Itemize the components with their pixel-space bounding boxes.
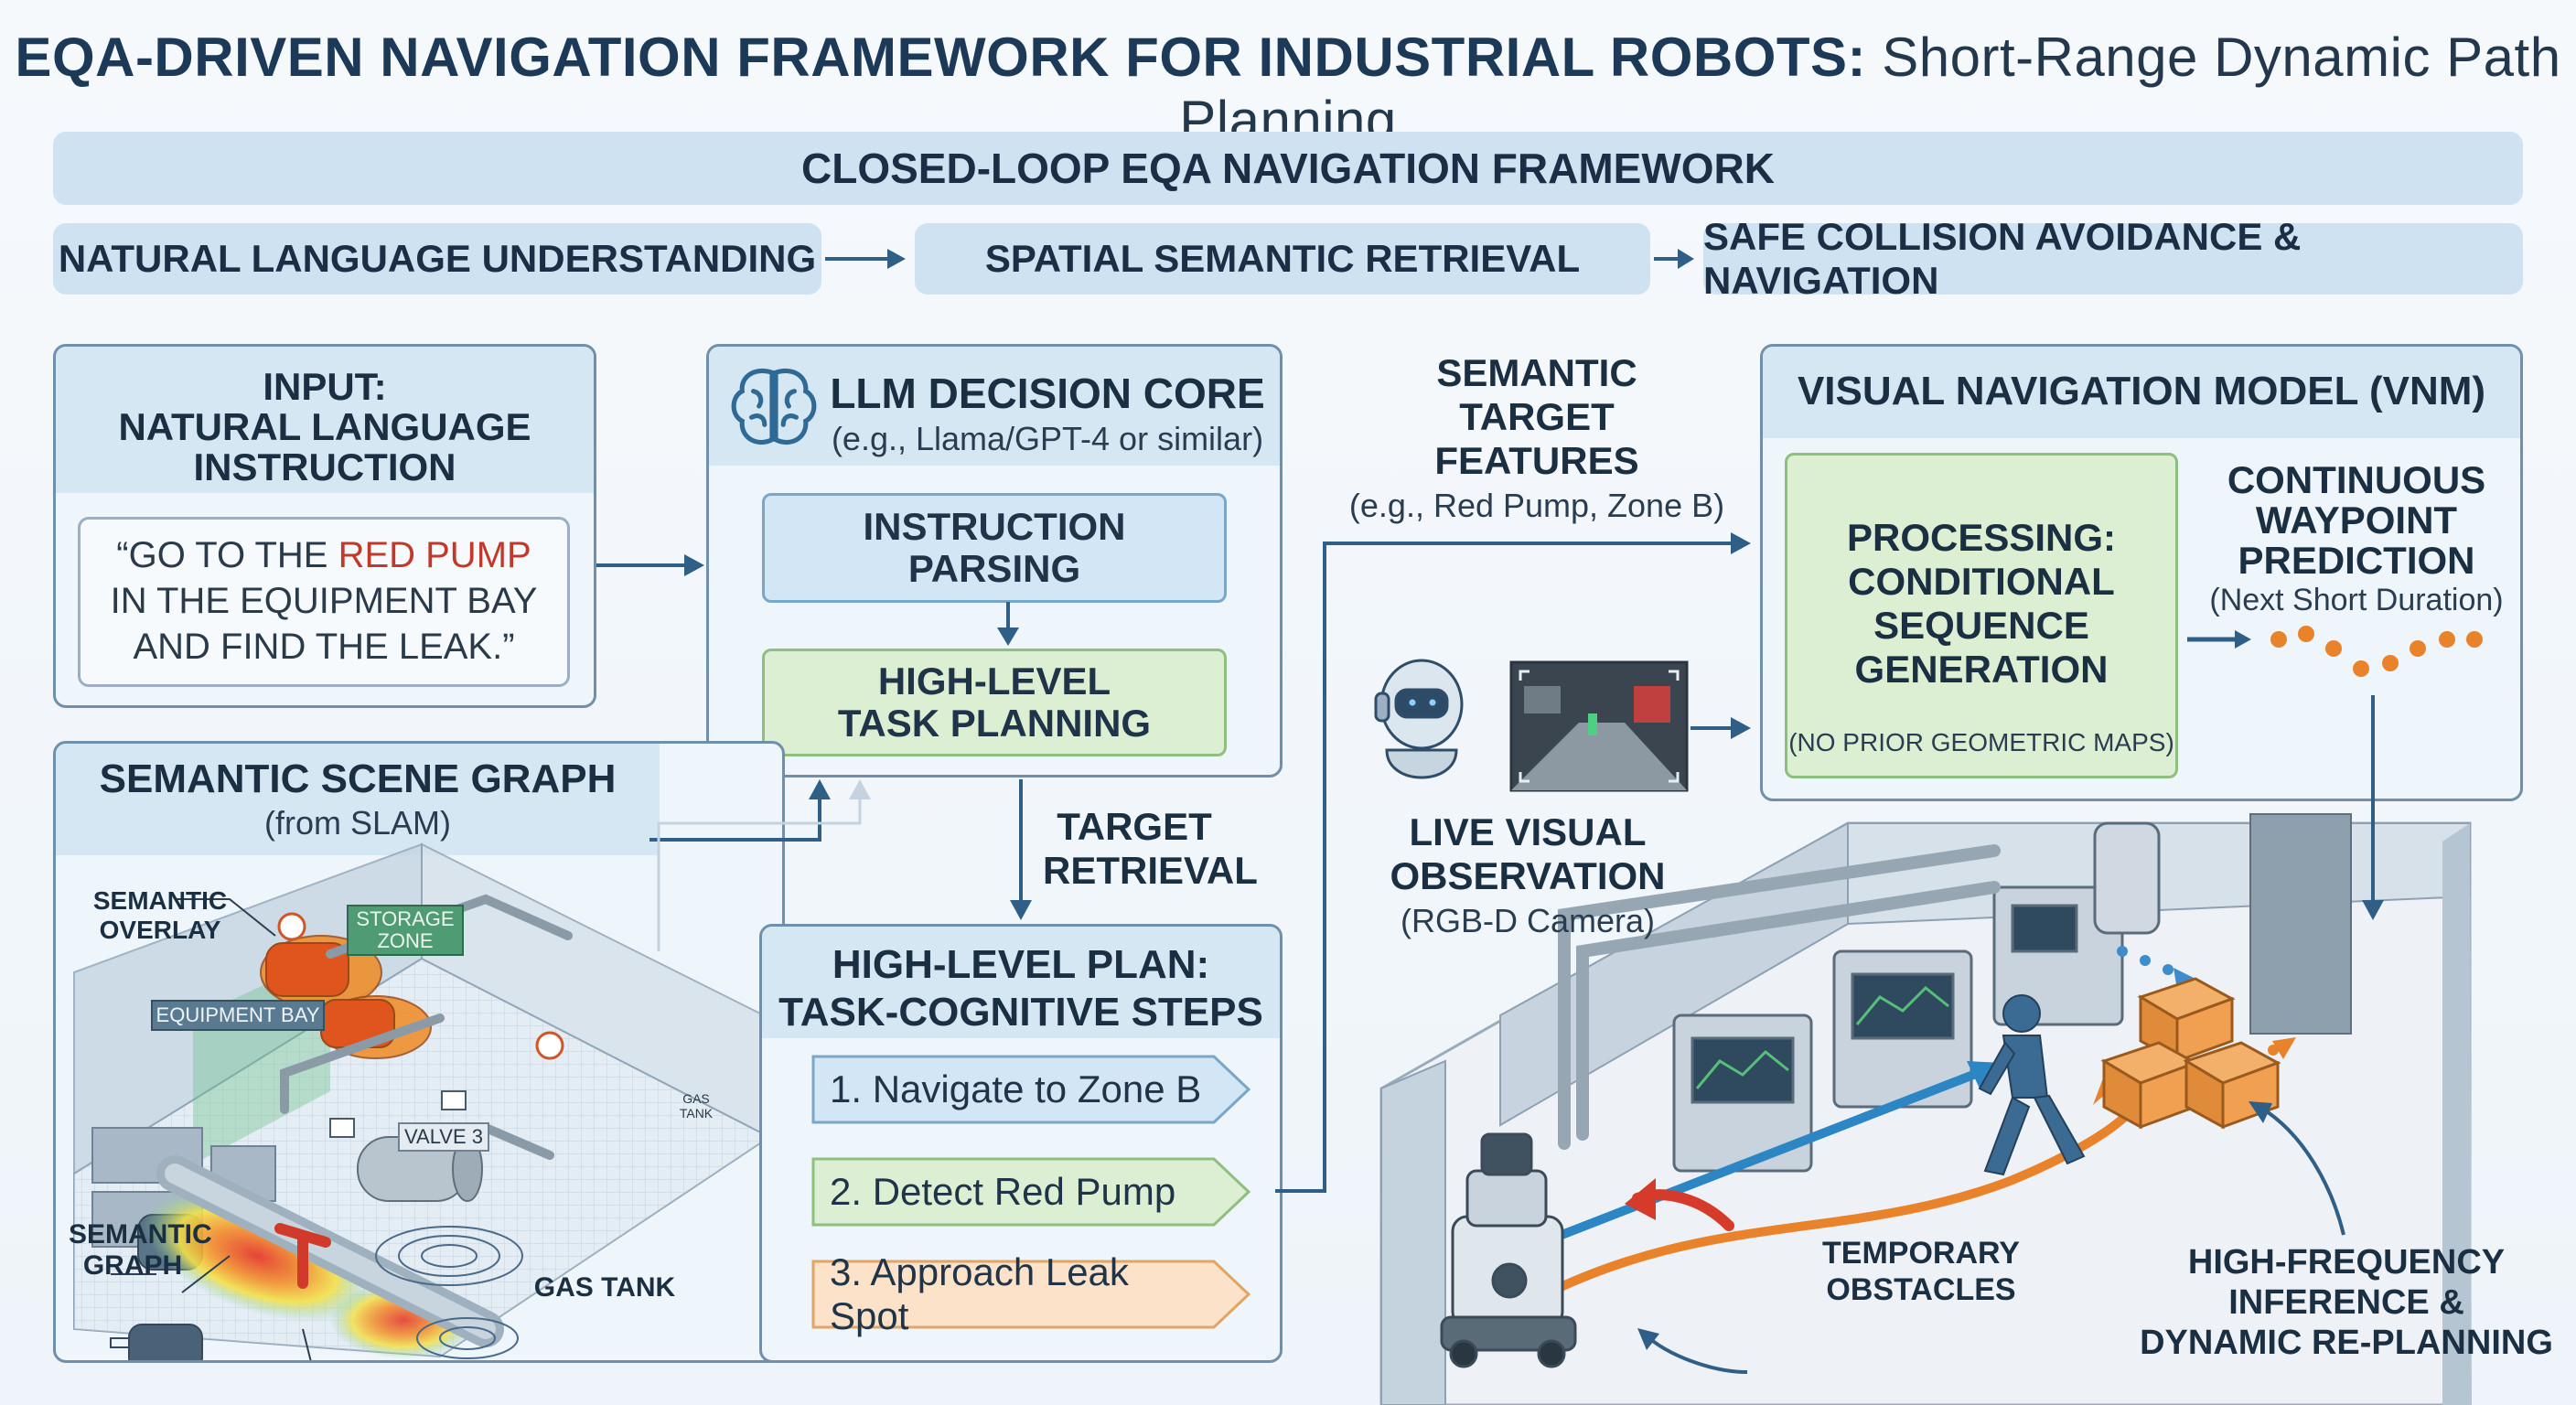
llm-panel-header <box>709 347 1280 466</box>
waypoint-dots <box>2187 626 2483 677</box>
vnm-panel-header <box>1763 347 2520 438</box>
instruction-highlight: RED PUMP <box>338 535 531 575</box>
page-title: EQA-DRIVEN NAVIGATION FRAMEWORK FOR INDU… <box>0 26 2576 152</box>
waypoint-note: (Next Short Duration) <box>2209 583 2504 617</box>
factory-scene-illustration <box>1379 813 2472 1405</box>
title-sub: Short-Range Dynamic Path Planning <box>1179 27 2561 151</box>
stage-retrieval: SPATIAL SEMANTIC RETRIEVAL <box>915 223 1650 295</box>
robot-camera-icon <box>1374 659 1689 792</box>
plan-panel-header <box>762 927 1280 1038</box>
vnm-panel: VISUAL NAVIGATION MODEL (VNM) PROCESSING… <box>1760 344 2523 801</box>
stage-nlu: NATURAL LANGUAGE UNDERSTANDING <box>53 223 821 295</box>
input-panel-header <box>56 347 594 493</box>
plan-heading: HIGH-LEVEL PLAN:TASK-COGNITIVE STEPS <box>778 942 1263 1035</box>
framework-bar: CLOSED-LOOP EQA NAVIGATION FRAMEWORK <box>53 132 2523 205</box>
vnm-heading: VISUAL NAVIGATION MODEL (VNM) <box>1797 369 2486 413</box>
semantic-target-example: (e.g., Red Pump, Zone B) <box>1348 487 1725 524</box>
input-panel: INPUT: NATURAL LANGUAGE INSTRUCTION “GO … <box>53 344 596 708</box>
input-heading: INPUT: NATURAL LANGUAGE INSTRUCTION <box>118 365 531 488</box>
brain-icon <box>731 369 817 445</box>
llm-heading: LLM DECISION CORE <box>830 370 1265 417</box>
plan-step-shapes <box>811 1055 1251 1329</box>
scene-graph-panel: SEMANTIC SCENE GRAPH (from SLAM) SEMANTI… <box>53 741 785 1363</box>
llm-subheading: (e.g., Llama/GPT-4 or similar) <box>831 420 1264 457</box>
valve-tag: VALVE 3 <box>398 1122 489 1152</box>
instruction-quote-box: “GO TO THE RED PUMP IN THE EQUIPMENT BAY… <box>78 517 570 687</box>
llm-panel: LLM DECISION CORE (e.g., Llama/GPT-4 or … <box>706 344 1283 778</box>
scene-graph-subheading: (from SLAM) <box>263 804 451 842</box>
scene-graph-heading: SEMANTIC SCENE GRAPH <box>99 756 617 801</box>
scene-graph-illustration <box>56 744 771 1360</box>
gas-tank-label: GAS TANK <box>533 1272 676 1303</box>
title-main: EQA-DRIVEN NAVIGATION FRAMEWORK FOR INDU… <box>15 27 1867 88</box>
plan-panel: HIGH-LEVEL PLAN:TASK-COGNITIVE STEPS 1. … <box>759 924 1283 1363</box>
plan-step-2: 2. Detect Red Pump <box>830 1170 1176 1213</box>
equipment-bay-tag: EQUIPMENT BAY <box>151 1000 325 1031</box>
live-observation-note: (RGB-D Camera) <box>1400 902 1655 939</box>
instruction-quote: “GO TO THE RED PUMP IN THE EQUIPMENT BAY… <box>110 535 538 667</box>
plan-step-1: 1. Navigate to Zone B <box>830 1067 1202 1110</box>
processing-note: (NO PRIOR GEOMETRIC MAPS) <box>1788 728 2174 756</box>
